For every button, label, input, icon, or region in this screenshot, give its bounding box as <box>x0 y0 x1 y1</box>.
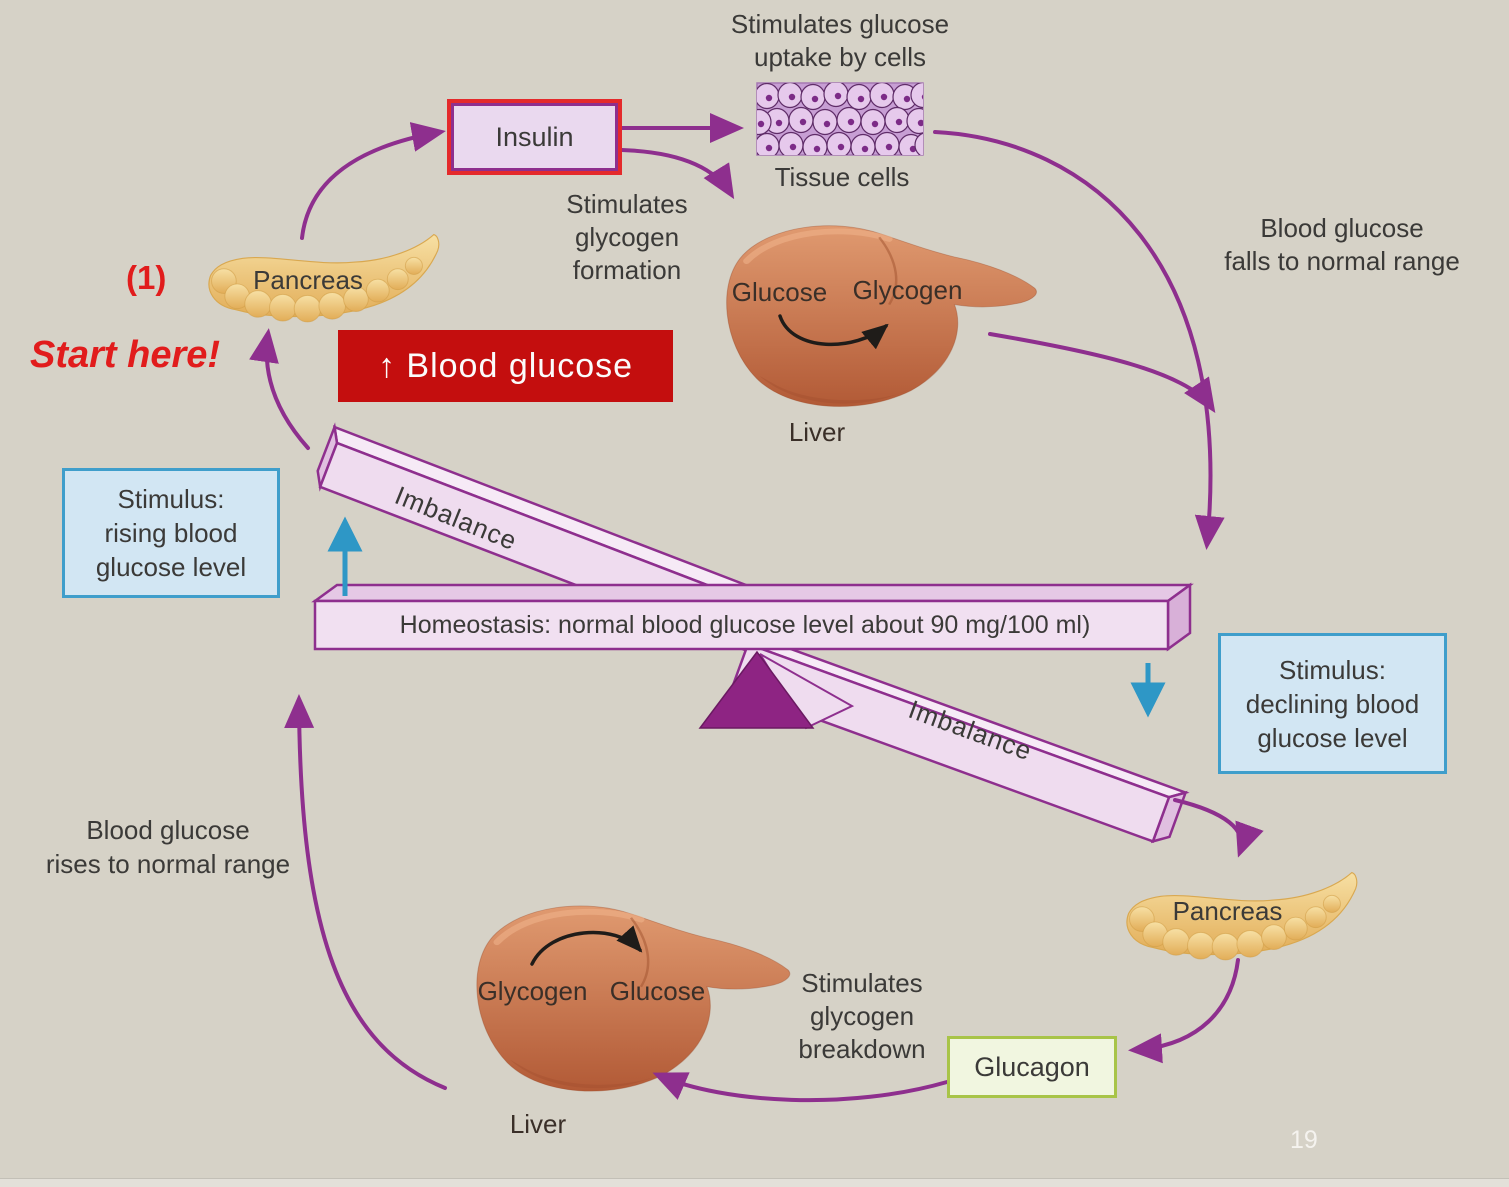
insulin-label: Insulin <box>451 103 618 171</box>
liver-bottom-label: Liver <box>509 1109 567 1139</box>
start-here-note: Start here! <box>30 334 221 376</box>
slide-bottom-edge <box>0 1178 1509 1187</box>
caption-rises-to-normal: Blood glucose rises to normal range <box>45 815 291 879</box>
arrow-insulin-to-liver <box>620 148 735 200</box>
caption-glycogen-breakdown: Stimulates glycogen breakdown <box>798 968 926 1064</box>
caption-glucose-uptake: Stimulates glucose uptake by cells <box>730 9 950 72</box>
arrow-imbalance-to-pancreas <box>1173 798 1264 858</box>
arrow-pancreas-to-insulin <box>300 122 446 240</box>
glucose-bottom-label: Glucose <box>609 976 706 1006</box>
arrow-pancreas-to-glucagon <box>1128 958 1240 1064</box>
liver-top-label: Liver <box>788 417 846 447</box>
step-one-marker: (1) <box>126 259 167 296</box>
arrow-glucose-to-glycogen <box>778 314 889 350</box>
pancreas-bottom-label: Pancreas <box>1172 896 1283 926</box>
liver-top-image <box>727 226 1037 407</box>
arrow-glucagon-to-liver <box>652 1072 949 1103</box>
homeostasis-label: Homeostasis: normal blood glucose level … <box>399 611 1091 639</box>
glycogen-top-label: Glycogen <box>852 275 963 305</box>
stimulus-declining-box: Stimulus: declining blood glucose level <box>1218 633 1447 774</box>
fulcrum-triangle <box>698 650 855 730</box>
blood-glucose-highlight-box: ↑ Blood glucose <box>338 330 673 402</box>
glucagon-box: Glucagon <box>947 1036 1117 1098</box>
arrow-liver-to-homeostasis <box>988 332 1216 413</box>
insulin-box: Insulin <box>447 99 622 175</box>
arrow-liver-to-homeostasis-left <box>284 694 447 1090</box>
tissue-cells-label: Tissue cells <box>774 162 910 192</box>
pancreas-top-label: Pancreas <box>253 265 363 295</box>
arrow-glycogen-to-glucose <box>530 925 643 966</box>
glucose-top-label: Glucose <box>731 277 828 307</box>
stimulus-rising-box: Stimulus: rising blood glucose level <box>62 468 280 598</box>
homeostasis-bar <box>311 582 1194 652</box>
page-number: 19 <box>1290 1126 1318 1154</box>
arrow-tissue-to-homeostasis <box>933 130 1225 550</box>
glycogen-bottom-label: Glycogen <box>477 976 588 1006</box>
tissue-cells-image <box>756 82 924 156</box>
arrow-bloodglucose-to-pancreas <box>249 328 310 450</box>
caption-falls-to-normal: Blood glucose falls to normal range <box>1224 213 1460 276</box>
caption-glycogen-formation: Stimulates glycogen formation <box>566 189 688 285</box>
imbalance-beam-lower <box>730 638 1190 844</box>
